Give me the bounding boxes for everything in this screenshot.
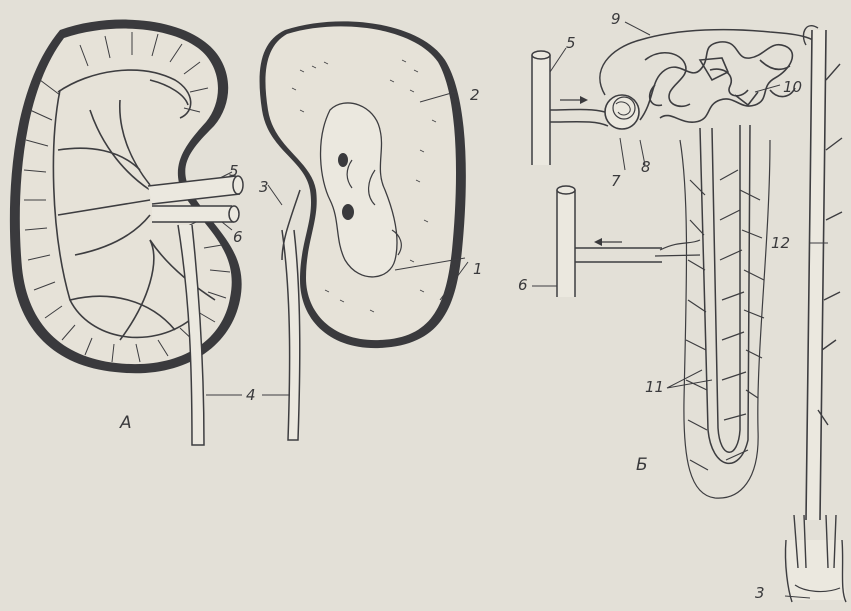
label-3: 3	[259, 178, 269, 196]
label-2: 2	[470, 86, 480, 104]
label-12: 12	[771, 234, 790, 252]
label-3-bottom: 3	[755, 584, 765, 602]
label-6-left: 6	[233, 228, 243, 246]
label-5-right: 5	[566, 34, 576, 52]
panel-label-left: А	[119, 413, 132, 433]
label-11: 11	[645, 378, 664, 396]
label-10: 10	[783, 78, 802, 96]
kidney-vascular-section	[10, 20, 243, 445]
label-7: 7	[611, 172, 621, 190]
panel-label-right: Б	[636, 455, 648, 475]
label-6-right: 6	[518, 276, 528, 294]
label-1: 1	[473, 260, 483, 278]
kidney-frontal-section	[260, 21, 468, 440]
label-5-left: 5	[229, 162, 239, 180]
label-8: 8	[641, 158, 651, 176]
nephron-diagram	[532, 22, 846, 602]
label-4: 4	[246, 386, 256, 404]
label-9: 9	[611, 10, 621, 28]
